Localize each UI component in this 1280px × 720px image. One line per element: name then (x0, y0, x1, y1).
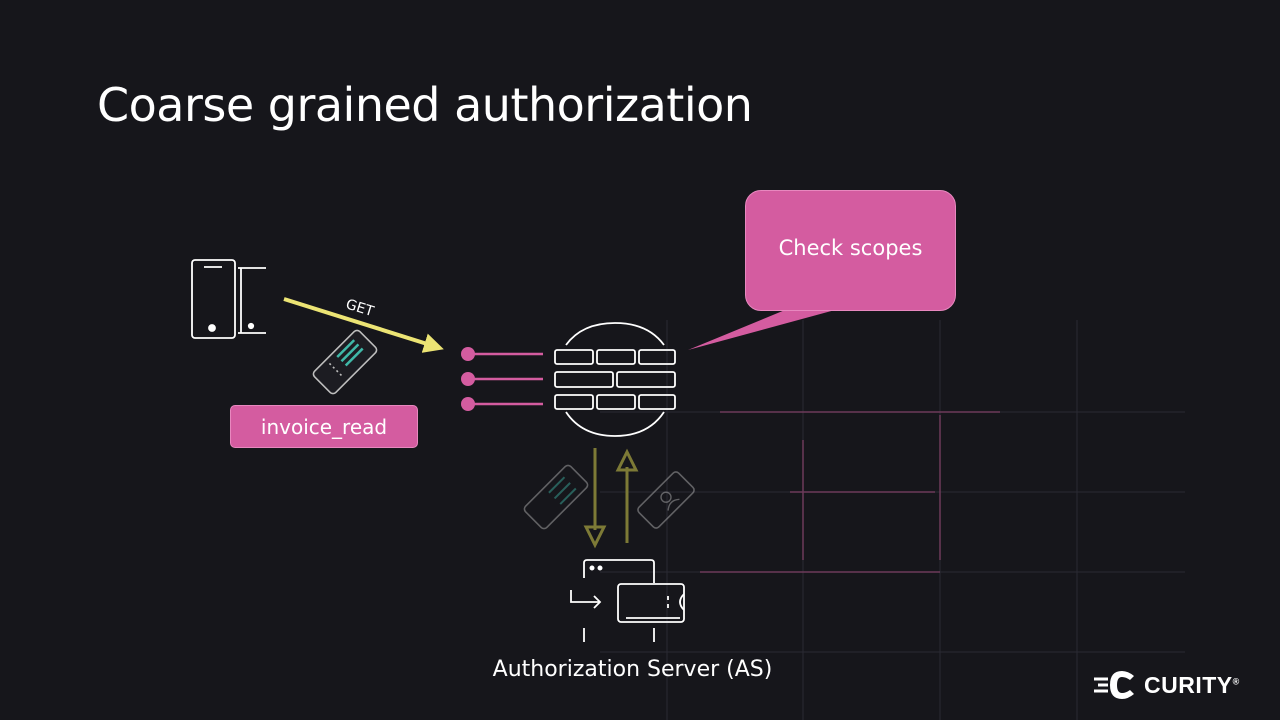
curity-logo: CURITY® (1092, 669, 1240, 701)
authorization-server-icon (570, 559, 685, 642)
request-method-label: GET (344, 297, 376, 321)
callout-pointer (688, 310, 835, 350)
access-token-icon (312, 329, 378, 395)
jwt-token-icon (637, 471, 695, 529)
check-scopes-callout: Check scopes (745, 190, 956, 311)
api-gateway-firewall-icon (554, 322, 676, 437)
introspection-arrows (583, 448, 639, 549)
api-endpoints (461, 347, 543, 411)
request-arrow (283, 297, 444, 353)
authorization-server-label: Authorization Server (AS) (492, 657, 773, 682)
curity-logo-text: CURITY® (1144, 671, 1240, 698)
callout-text: Check scopes (778, 235, 923, 260)
scope-badge: invoice_read (230, 405, 418, 448)
client-device-icon (191, 259, 266, 339)
slide-title: Coarse grained authorization (97, 78, 753, 132)
scope-text: invoice_read (260, 414, 388, 439)
curity-logo-icon (1094, 671, 1134, 699)
opaque-token-icon (523, 464, 589, 530)
